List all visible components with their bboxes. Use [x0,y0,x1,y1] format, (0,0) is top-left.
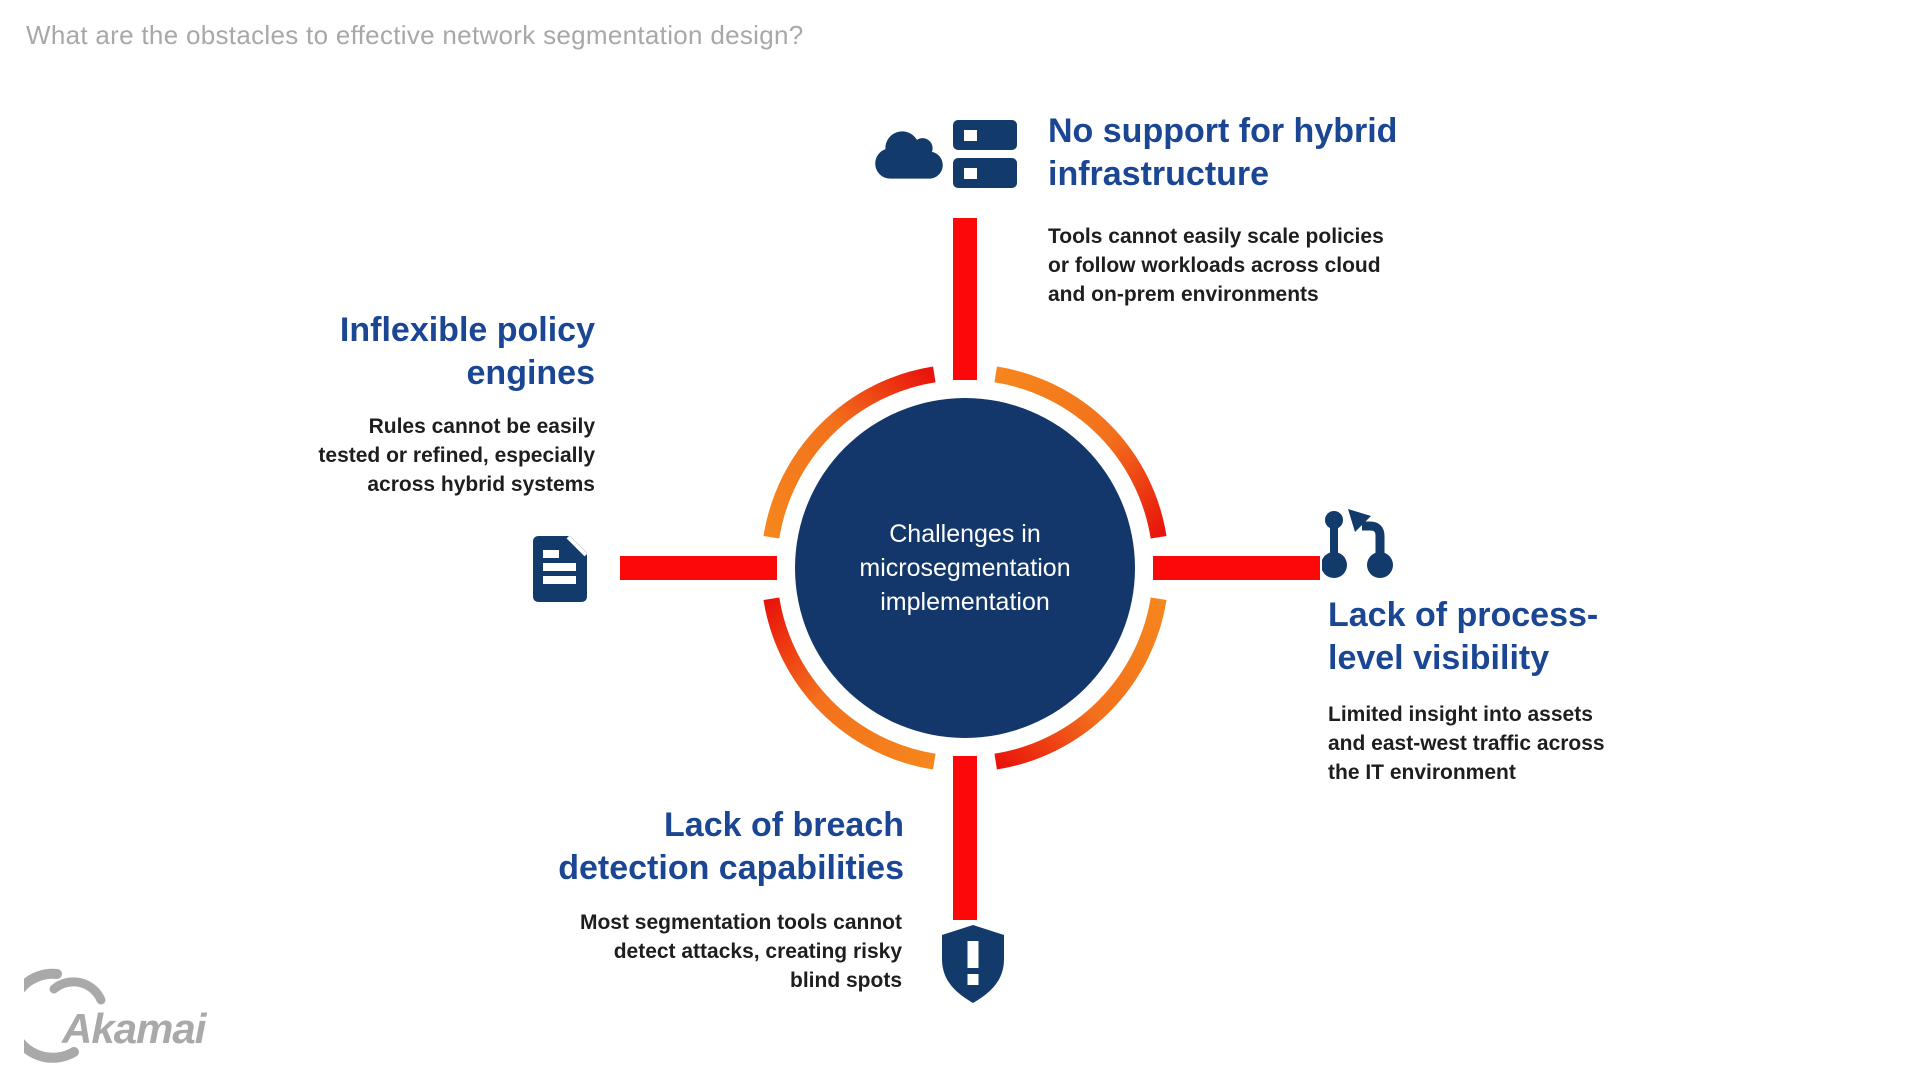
spoke-bottom [953,756,977,920]
ring-arc-bottom-right [994,597,1167,770]
akamai-logo: Akamai [24,968,209,1063]
policy-document-icon [533,536,588,602]
desc-line: Tools cannot easily scale policies [1048,225,1384,248]
desc-line: the IT environment [1328,761,1516,784]
desc-line: across hybrid systems [367,473,595,496]
ring-arc-top-left [763,366,936,539]
section-left-description: Rules cannot be easily tested or refined… [250,412,595,499]
heading-line: Inflexible policy [339,311,595,349]
desc-line: Limited insight into assets [1328,703,1593,726]
breach-shield-icon [942,925,1004,1003]
desc-line: and east-west traffic across [1328,732,1605,755]
section-left-heading: Inflexible policy engines [250,309,595,395]
desc-line: detect attacks, creating risky [613,940,902,963]
spoke-right [1153,556,1320,580]
heading-line: No support for hybrid [1048,112,1398,150]
section-right-description: Limited insight into assets and east-wes… [1328,700,1708,787]
heading-line: Lack of process- [1328,596,1599,634]
page-title: What are the obstacles to effective netw… [26,20,804,50]
heading-line: engines [466,354,595,392]
server-stack-icon [953,120,1017,188]
ring-arc-top-right [994,366,1167,539]
desc-line: Most segmentation tools cannot [579,911,902,934]
center-label-line: microsegmentation [859,554,1071,582]
desc-line: Rules cannot be easily [368,415,595,438]
spoke-left [620,556,777,580]
section-bottom-heading: Lack of breach detection capabilities [460,804,904,890]
heading-line: level visibility [1328,639,1550,677]
section-right-heading: Lack of process- level visibility [1328,594,1708,680]
desc-line: blind spots [790,969,902,992]
akamai-logo-text: Akamai [61,1005,208,1052]
akamai-logo-arc-large [24,968,79,1063]
section-top-description: Tools cannot easily scale policies or fo… [1048,222,1468,309]
center-circle [795,398,1135,738]
heading-line: infrastructure [1048,155,1270,193]
section-bottom-description: Most segmentation tools cannot detect at… [500,908,902,995]
heading-line: detection capabilities [558,849,904,887]
spoke-top [953,218,977,380]
hub-diagram [620,218,1320,920]
section-top-heading: No support for hybrid infrastructure [1048,110,1468,196]
desc-line: and on-prem environments [1048,283,1319,306]
akamai-logo-arc-small [49,977,106,1005]
desc-line: or follow workloads across cloud [1048,254,1381,277]
center-label-line: implementation [880,588,1050,616]
ring-arc-bottom-left [763,597,936,770]
center-label: Challenges in microsegmentation implemen… [795,517,1135,619]
desc-line: tested or refined, especially [318,444,595,467]
cloud-icon [875,131,943,179]
heading-line: Lack of breach [664,806,904,844]
center-label-line: Challenges in [889,520,1041,548]
process-branch-icon [1322,509,1393,578]
